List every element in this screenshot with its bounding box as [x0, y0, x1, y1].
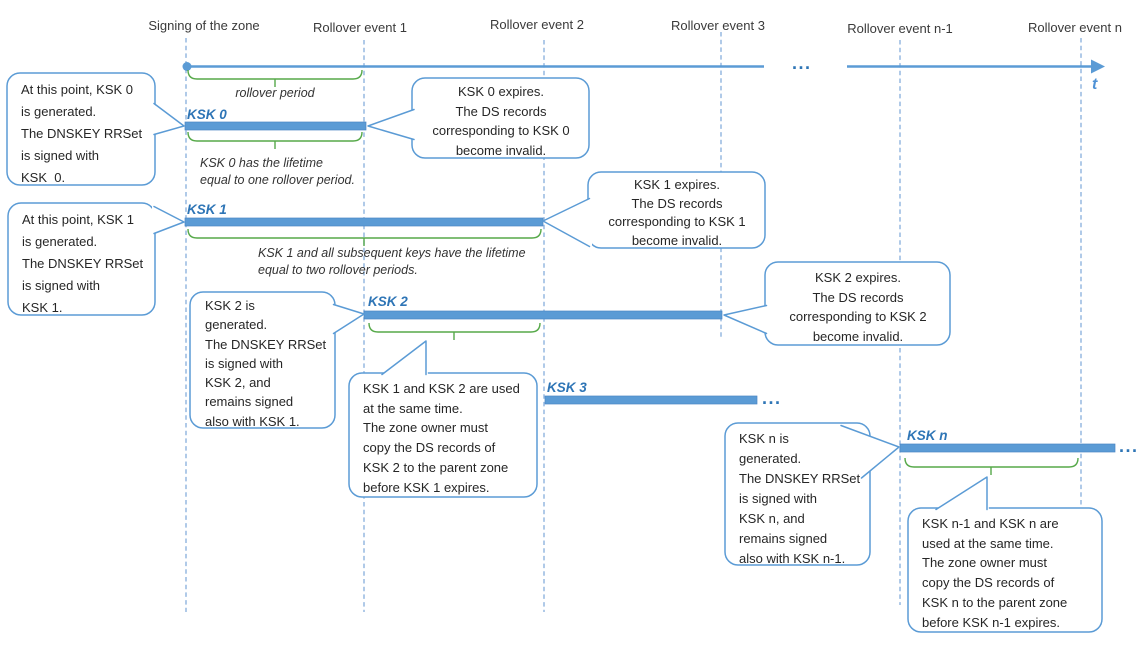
callout-ksk0-generated-text: At this point, KSK 0 is generated. The D… [21, 82, 143, 185]
callout-ksk2-generated-text: KSK 2 is generated. The DNSKEY RRSet is … [205, 298, 327, 429]
ksk3-bar [544, 395, 758, 405]
kskn-ellipsis: ... [1119, 436, 1139, 456]
callout-ksk1-generated-bubble [7, 202, 156, 316]
axis-origin-dot [182, 62, 192, 71]
brace-ksk1-lifetime [187, 228, 542, 246]
event-label-1: Rollover event 1 [313, 20, 407, 35]
callout-ksk1-expires-text: KSK 1 expires. The DS records correspond… [608, 177, 746, 248]
event-label-n: Rollover event n [1028, 20, 1122, 35]
callout-ksk1-generated-text: At this point, KSK 1 is generated. The D… [22, 212, 144, 315]
ksk2-bar [363, 310, 723, 320]
kskn-label: KSK n [907, 428, 948, 443]
brace-ksk12-overlap [368, 322, 541, 340]
ksk3-ellipsis: ... [762, 388, 782, 408]
annotation-ksk0-lifetime: KSK 0 has the lifetime equal to one roll… [200, 156, 355, 187]
ksk1-label: KSK 1 [187, 202, 227, 217]
callout-kskn-generated-bubble [724, 422, 871, 566]
ksk0-label: KSK 0 [187, 107, 227, 122]
time-axis [182, 59, 1105, 74]
ksk2-label: KSK 2 [368, 294, 408, 309]
callout-ksk12-overlap-text: KSK 1 and KSK 2 are used at the same tim… [363, 381, 520, 495]
event-label-n-1: Rollover event n-1 [847, 21, 953, 36]
brace-rollover-period [187, 69, 363, 87]
callout-ksk2-expires-text: KSK 2 expires. The DS records correspond… [789, 270, 927, 344]
callout-ksk2-expires-bubble [764, 261, 951, 346]
ksk0-bar [184, 121, 367, 131]
axis-arrowhead [1091, 59, 1105, 74]
annotation-rollover-period: rollover period [235, 86, 315, 100]
axis-ellipsis: ... [792, 53, 812, 73]
event-label-2: Rollover event 2 [490, 17, 584, 32]
callout-kskn-generated-text: KSK n is generated. The DNSKEY RRSet is … [739, 431, 861, 566]
callout-kskn-overlap-text: KSK n-1 and KSK n are used at the same t… [922, 516, 1068, 630]
axis-t-label: t [1092, 76, 1098, 93]
ksk3-label: KSK 3 [547, 380, 587, 395]
ksk1-bar [184, 217, 544, 227]
kskn-bar [899, 443, 1116, 453]
callout-ksk12-overlap-bubble [348, 372, 538, 498]
brace-ksk0-lifetime [187, 131, 363, 149]
event-label-3: Rollover event 3 [671, 18, 765, 33]
annotation-ksk1-lifetime: KSK 1 and all subsequent keys have the l… [258, 246, 526, 277]
callout-kskn-overlap-bubble [907, 507, 1103, 633]
event-label-signing: Signing of the zone [148, 18, 260, 33]
brace-kskn-overlap [904, 457, 1079, 475]
callout-ksk2-generated-bubble [189, 291, 336, 429]
callout-ksk0-expires-text: KSK 0 expires. The DS records correspond… [432, 84, 570, 158]
